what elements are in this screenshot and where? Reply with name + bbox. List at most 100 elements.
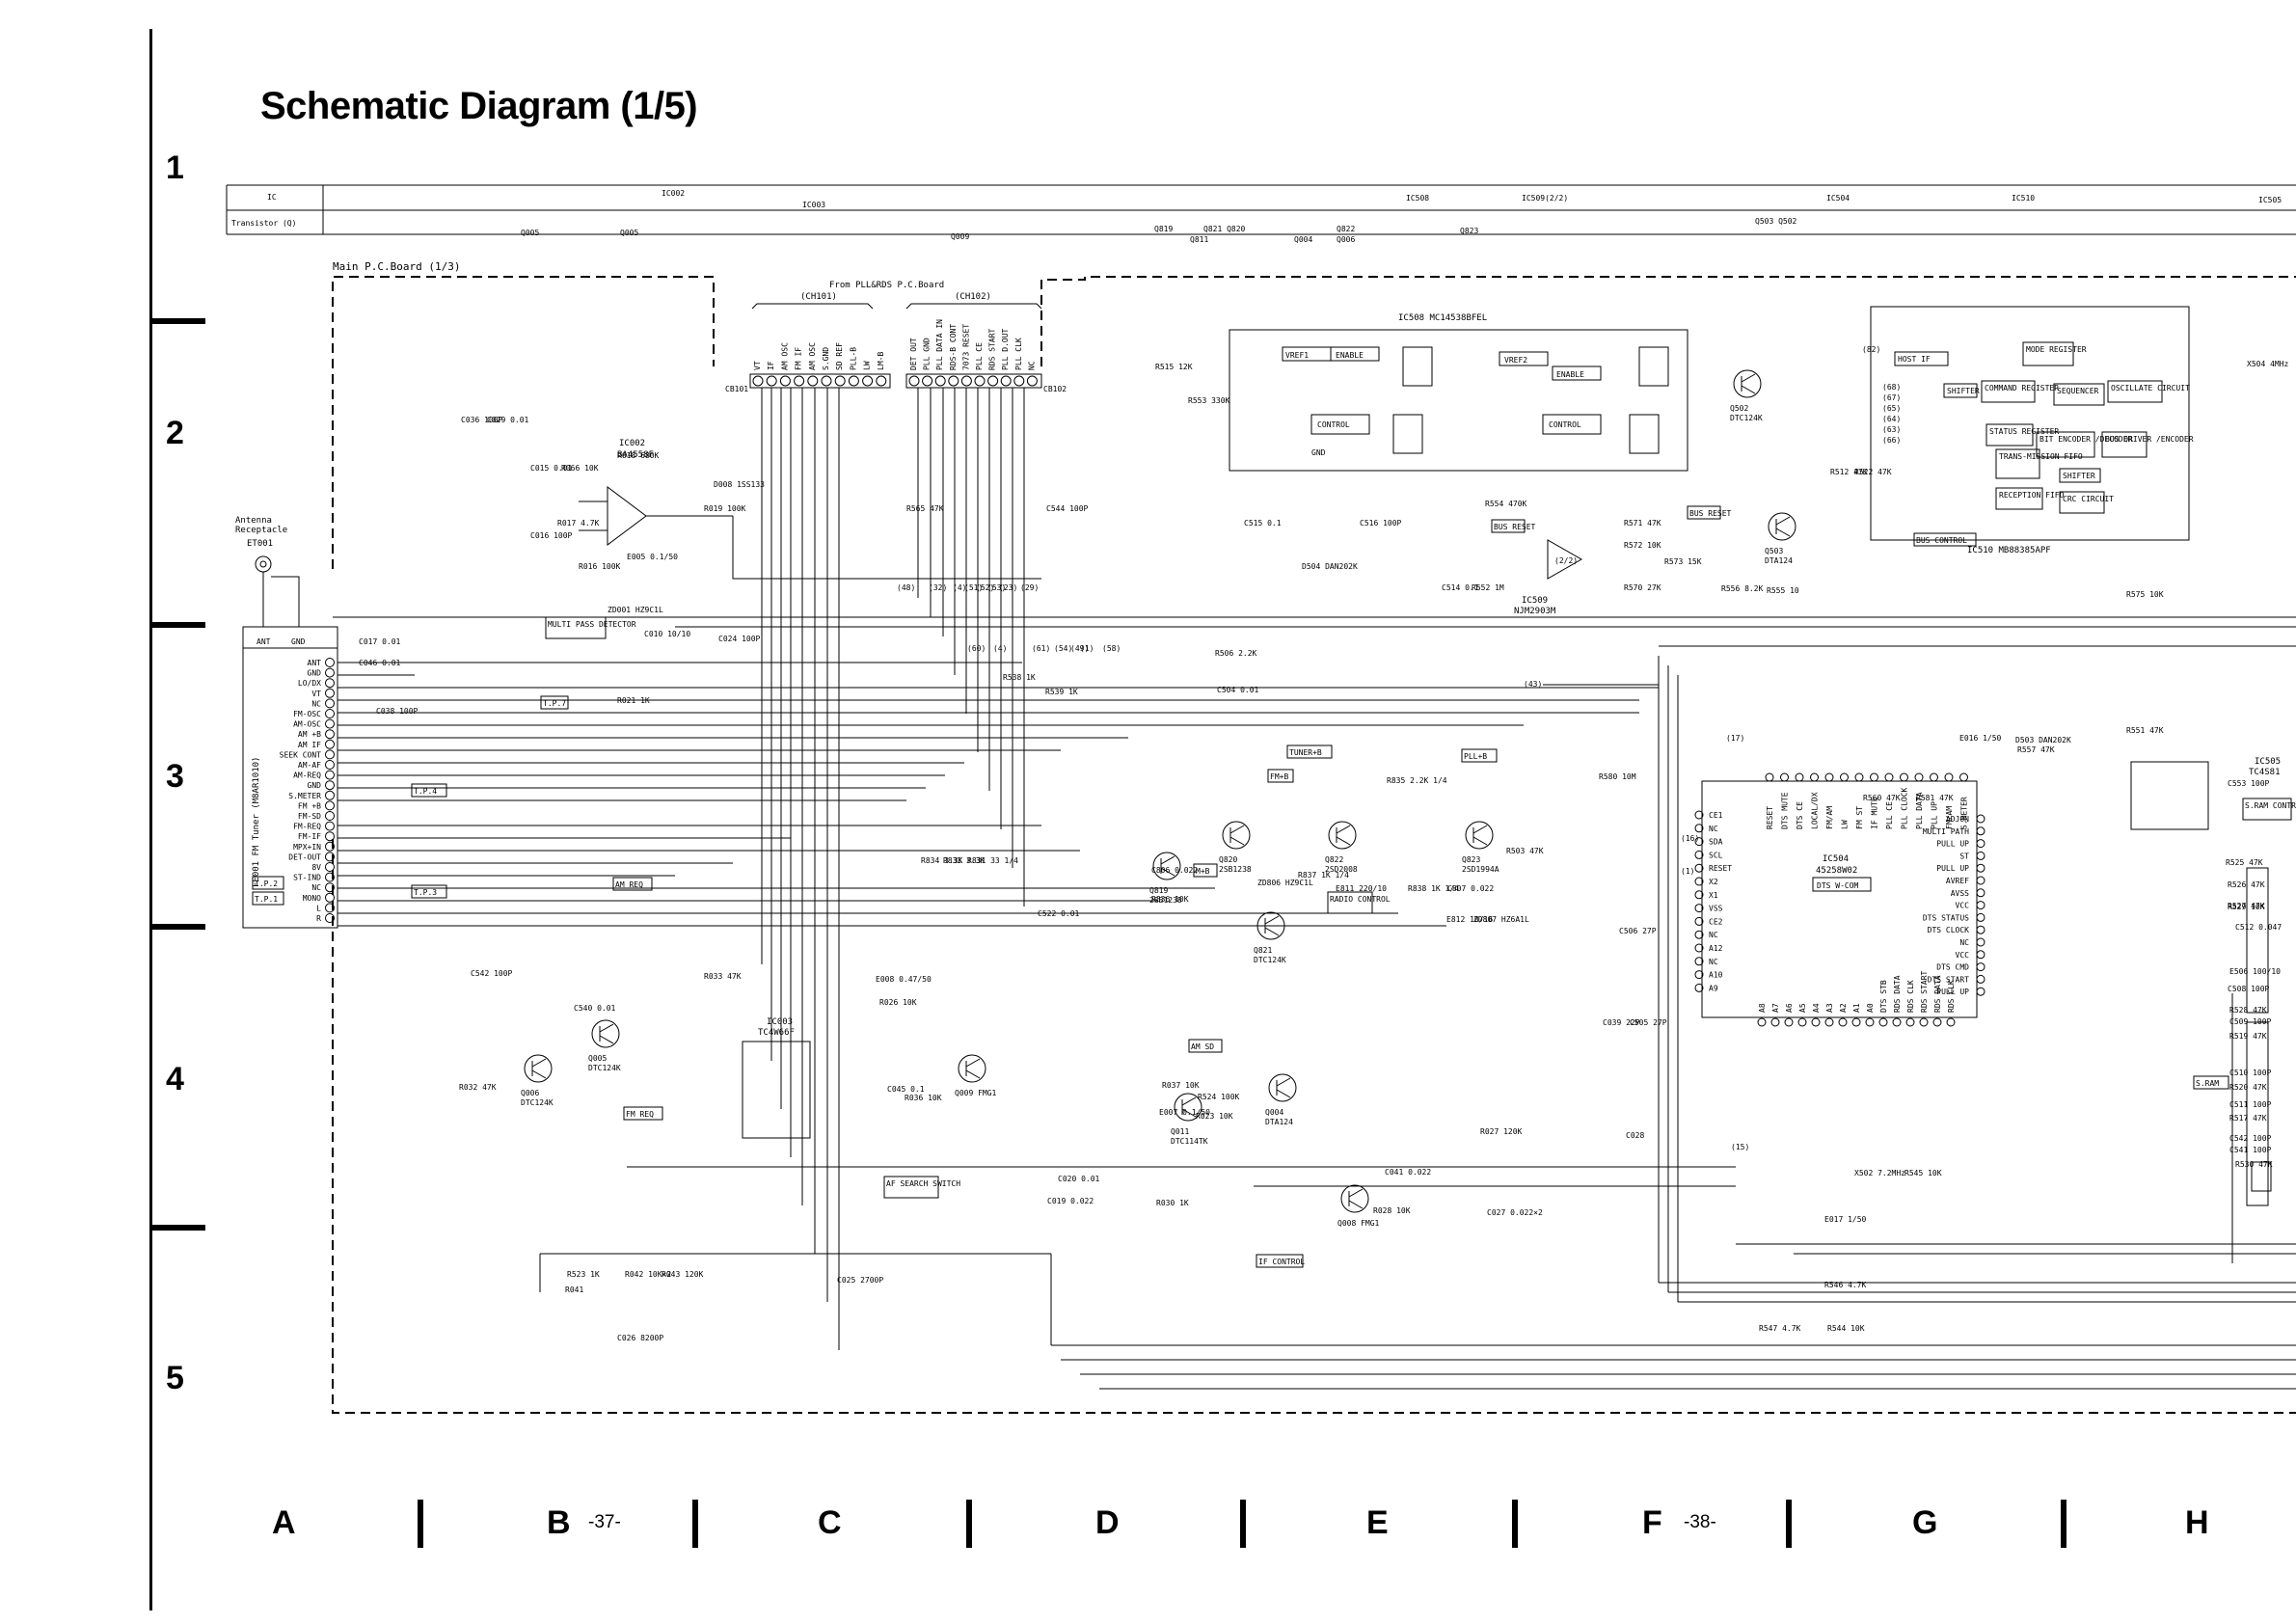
ic504-pin: [1765, 772, 1774, 782]
component-label: R027 120K: [1480, 1127, 1523, 1136]
ic510-block: [2036, 431, 2095, 458]
cb102-pin-label: PLL DATA IN: [935, 319, 944, 370]
cb102-pin: [948, 375, 959, 387]
bus-label: (53): [987, 583, 1006, 592]
component-label: R030 1K: [1156, 1199, 1189, 1207]
ic510-block-label: CRC CIRCUIT: [2063, 495, 2114, 503]
cb101-pin-label: IF: [767, 361, 775, 370]
component-label: C516 100P: [1360, 519, 1402, 528]
column-separator: [418, 1500, 423, 1548]
tag-label: AF SEARCH SWITCH: [886, 1179, 960, 1188]
component-label: C515 0.1: [1244, 519, 1282, 528]
ic504-pin: [1878, 1017, 1888, 1027]
ic504-pin: [1694, 890, 1704, 900]
ic504-pin-top: DTS MUTE: [1781, 792, 1790, 829]
boxed-tag: [1267, 769, 1294, 783]
ic510-block: [1995, 448, 2040, 479]
component-label: C540 0.01: [574, 1004, 616, 1013]
cb102-pin: [934, 375, 946, 387]
bus-label: (4): [993, 644, 1007, 653]
tuner-pin-label: SEEK CONT: [280, 750, 322, 759]
component-label: R512 47K: [1830, 468, 1868, 476]
component-label: R017 4.7K: [557, 519, 600, 528]
ic504-pin-bottom: A3: [1825, 1003, 1834, 1013]
tag-label: TUNER+B: [1289, 748, 1322, 757]
ic504-pin: [1976, 974, 1985, 984]
index-transistor-ref: Q503 Q502: [1755, 217, 1797, 226]
component-label: E007 0.1/50: [1159, 1108, 1210, 1117]
boxed-tag: [540, 695, 569, 710]
ic504-pin: [1976, 851, 1985, 860]
svg-text:VREF1: VREF1: [1285, 351, 1309, 360]
ic504-pin: [1838, 1017, 1848, 1027]
row-tick: [149, 318, 205, 324]
fm-tuner-module: ANT GND FE001 FM Tuner (M8AR1010): [242, 626, 338, 929]
component-label: C024 100P: [718, 635, 761, 643]
svg-text:CONTROL: CONTROL: [1317, 420, 1350, 429]
bus-label: (23): [999, 583, 1017, 592]
ic504-pin: [1694, 850, 1704, 859]
tuner-pin-label: FM-OSC: [293, 710, 321, 718]
ic504-pin: [1976, 814, 1985, 824]
tuner-pin-label: NC: [311, 883, 321, 892]
component-label: C510 100P: [2229, 1069, 2272, 1077]
tuner-pin-label: ANT: [308, 659, 322, 667]
index-transistor-label: Transistor (Q): [231, 219, 296, 228]
component-label: C505 27P: [1630, 1018, 1667, 1027]
svg-text:TC4S81: TC4S81: [2249, 768, 2281, 777]
component-label: X502 7.2MHz: [1854, 1169, 1905, 1177]
ic504-pin: [1976, 876, 1985, 885]
ic504-pin: [1854, 772, 1864, 782]
ic504-pin: [1694, 837, 1704, 847]
component-label: R523 1K: [567, 1270, 600, 1279]
bus-label: (58): [1102, 644, 1121, 653]
ic510-block: [2022, 341, 2074, 366]
ic504-pin-left: CE2: [1709, 917, 1723, 926]
ic504-pin: [1824, 1017, 1834, 1027]
antenna-receptacle: Antenna Receptacle ET001: [235, 516, 300, 627]
ic510-block: [2059, 468, 2101, 483]
transistor-ref: Q006: [521, 1089, 539, 1097]
tuner-pin-label: AM +B: [298, 730, 321, 739]
component-label: D503 DAN202K: [2015, 736, 2071, 744]
index-transistor-ref: Q823: [1460, 227, 1478, 235]
ic509-comparator: IC509 NJM2903M (2/2): [1514, 539, 1583, 616]
ic508-monostable: IC508 MC14538BFEL VREF1 ENABLE CONTROL V…: [1229, 313, 1688, 472]
ic504-pin: [1694, 916, 1704, 926]
column-letter-d: D: [1095, 1504, 1120, 1541]
component-label: R545 10K: [1904, 1169, 1942, 1177]
boxed-tag: [1687, 505, 1721, 520]
bus-label: (32): [929, 583, 947, 592]
index-ic-ref: IC504: [1826, 194, 1850, 203]
tuner-pin-terminal: [325, 749, 335, 760]
ic510-block-label: RECEPTION FIFO: [1999, 491, 2065, 500]
ic510-block: [1995, 487, 2043, 510]
component-label: C029 0.01: [487, 416, 529, 424]
row-tick: [149, 1225, 205, 1231]
tuner-pin-label: R: [316, 914, 321, 923]
bus-label: (65): [1882, 404, 1901, 413]
bus-label: (60): [967, 644, 986, 653]
ic504-pin: [1694, 810, 1704, 820]
cb102-pin: [960, 375, 972, 387]
tuner-pin-terminal: [325, 800, 335, 811]
row-number-2: 2: [166, 415, 184, 451]
tuner-pin-terminal: [325, 841, 335, 852]
tuner-pin-label: FM-SD: [298, 812, 321, 821]
tag-label: IF CONTROL: [1258, 1258, 1305, 1266]
boxed-tag: [1193, 863, 1218, 878]
tuner-pin-terminal: [325, 811, 335, 821]
page-title: Schematic Diagram (1/5): [260, 85, 698, 127]
transistor-emitter: [1472, 836, 1488, 846]
component-label: R023 10K: [1196, 1112, 1233, 1121]
tuner-pin-label: AM-REQ: [293, 771, 321, 780]
bus-label: (82): [1862, 345, 1880, 354]
ic510-block: [1985, 423, 2034, 447]
index-transistor-ref: Q004: [1294, 235, 1312, 244]
component-label: R517 47K: [2229, 1114, 2267, 1123]
component-label: R836 10K: [1151, 895, 1189, 904]
component-label: E811 220/10: [1336, 884, 1387, 893]
tag-label: T.P.3: [414, 888, 437, 897]
transistor-ref: Q011: [1171, 1127, 1189, 1136]
